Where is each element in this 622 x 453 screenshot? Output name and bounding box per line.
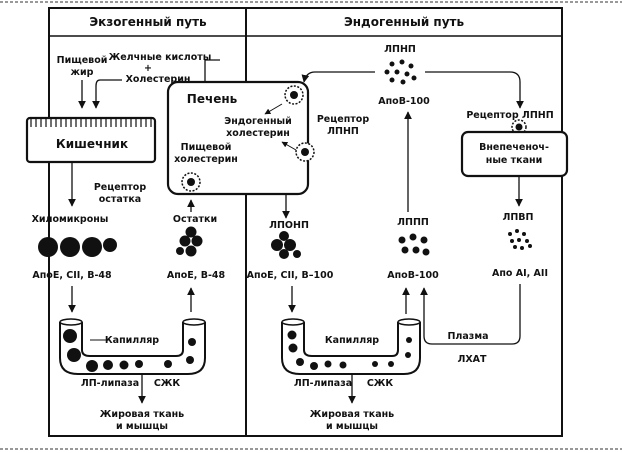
remnant-apo-label: АпоЕ, В-48 [167, 270, 226, 281]
bile-acids-label: Желчные кислоты [109, 52, 212, 63]
left-tissue-label-2: и мышцы [116, 421, 168, 432]
exogenous-header: Экзогенный путь [89, 15, 207, 29]
right-ffa-label: СЖК [367, 378, 394, 389]
remnant-receptor-label-2: остатка [99, 194, 141, 205]
right-lp-lipase-label: ЛП-липаза [294, 378, 352, 389]
left-tissue-label-1: Жировая ткань [100, 409, 184, 420]
ldl-receptor-left-label-1: Рецептор [317, 114, 369, 125]
remnant-receptor-label-1: Рецептор [94, 182, 146, 193]
dietary-fat-label-1: Пищевой [57, 55, 108, 66]
chylomicrons-label: Хиломикроны [32, 214, 109, 225]
plasma-label: Плазма [447, 331, 488, 342]
left-capillary-label: Капилляр [105, 335, 159, 346]
ldl-to-extrahepatic-arrow [425, 71, 524, 109]
right-tissue-label-2: и мышцы [326, 421, 378, 432]
intestine-box [25, 116, 157, 164]
hdl-apo-label: Апо AI, AII [492, 268, 548, 279]
chylo-apo-label: АпоЕ, СII, В-48 [32, 270, 112, 281]
liver-remnant-receptor [181, 172, 201, 192]
ldl-label: ЛПНП [384, 44, 416, 55]
chylomicron-particles [38, 237, 117, 257]
idl-apo-label: АпоВ-100 [387, 270, 439, 281]
dietary-chol-label-1: Пищевой [181, 142, 232, 153]
left-ffa-label: СЖК [154, 378, 181, 389]
ldl-to-liver-arrow [301, 71, 375, 83]
liver-ldl-receptor-top [284, 85, 304, 105]
dietary-chol-label-2: холестерин [174, 154, 238, 165]
idl-label: ЛППП [397, 217, 429, 228]
right-capillary-label: Капилляр [325, 335, 379, 346]
cholesterol-label: Холестерин [126, 74, 191, 85]
liver-label: Печень [187, 92, 238, 106]
left-capillary-tube [59, 318, 206, 375]
outer-frame [48, 7, 563, 437]
endogenous-header: Эндогенный путь [344, 15, 465, 29]
extrahepatic-label-1: Внепеченоч- [479, 142, 549, 153]
ldl-particles [384, 59, 417, 85]
left-lp-lipase-label: ЛП-липаза [81, 378, 139, 389]
vldl-particles [271, 231, 301, 259]
ldl-receptor-right-label: Рецептор ЛПНП [466, 110, 553, 121]
hdl-label: ЛПВП [502, 212, 533, 223]
dietary-fat-label-2: жир [71, 67, 94, 78]
idl-particles [398, 233, 430, 256]
endogenous-chol-label-1: Эндогенный [224, 116, 292, 127]
endogenous-chol-label-2: холестерин [226, 128, 290, 139]
liver-ldl-receptor-side [295, 142, 315, 162]
lcat-label: ЛХАТ [457, 354, 487, 365]
vldl-apo-label: АпоЕ, СII, В–100 [247, 270, 334, 281]
ldl-receptor-left-label-2: ЛПНП [327, 126, 359, 137]
vldl-label: ЛПОНП [269, 220, 309, 231]
bile-to-intestine-arrow [92, 79, 122, 109]
hdl-plasma-loop-arrow [420, 284, 521, 345]
ldl-apo-label: АпоВ-100 [378, 96, 430, 107]
liver-box [166, 80, 310, 196]
extrahepatic-receptor [511, 119, 527, 135]
right-tissue-label-1: Жировая ткань [310, 409, 394, 420]
right-capillary-tube [281, 318, 421, 375]
remnant-particles [176, 226, 203, 257]
plus-sign: + [144, 63, 152, 74]
extrahepatic-label-2: ные ткани [486, 155, 543, 166]
intestine-label: Кишечник [56, 137, 128, 151]
side-receptor-arrow [281, 141, 297, 151]
receptor-to-chol-arrow [264, 103, 283, 115]
remnants-label: Остатки [173, 214, 217, 225]
hdl-particles [508, 229, 532, 250]
extrahepatic-box [460, 130, 569, 178]
